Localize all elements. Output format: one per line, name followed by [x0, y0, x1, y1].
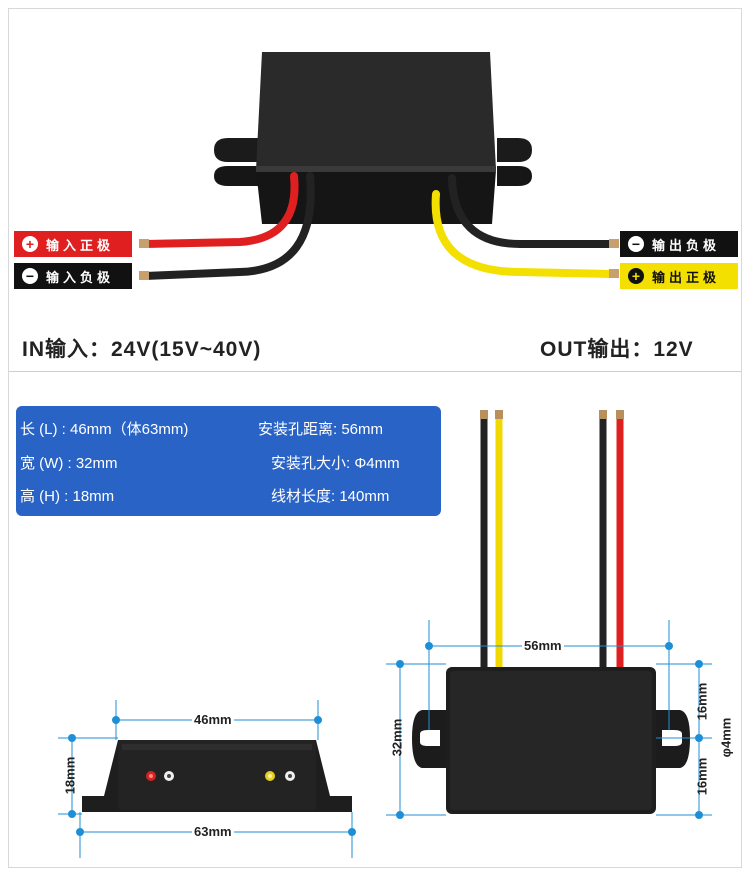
- section-divider: [9, 371, 741, 372]
- spec-width: 宽 (W) : 32mm: [20, 455, 118, 472]
- dim-height: 18mm: [62, 756, 78, 795]
- dim-body-width: 32mm: [389, 718, 405, 757]
- spec-length: 长 (L) : 46mm（体63mm): [20, 421, 189, 438]
- plus-icon: +: [628, 268, 644, 284]
- spec-hole-size: 安装孔大小: Φ4mm: [271, 455, 400, 472]
- label-output-positive: + 输出正极: [620, 263, 738, 289]
- label-input-negative: − 输入负极: [14, 263, 132, 289]
- dim-bottom-length: 63mm: [192, 824, 234, 839]
- spec-wire-length: 线材长度: 140mm: [271, 488, 390, 505]
- plus-icon: +: [22, 236, 38, 252]
- spec-hole-spacing: 安装孔距离: 56mm: [258, 421, 384, 438]
- label-input-positive: + 输入正极: [14, 231, 132, 257]
- output-voltage: OUT输出：12V: [540, 338, 694, 361]
- dim-top-length: 46mm: [192, 712, 234, 727]
- label-text: 输入负极: [46, 269, 115, 285]
- label-text: 输出负极: [652, 237, 721, 253]
- spec-height: 高 (H) : 18mm: [20, 488, 115, 505]
- spec-panel: 长 (L) : 46mm（体63mm) 宽 (W) : 32mm 高 (H) :…: [16, 406, 441, 516]
- dim-hole-distance: 56mm: [522, 638, 564, 653]
- minus-icon: −: [628, 236, 644, 252]
- dim-hole-offset-bottom: 16mm: [694, 757, 710, 796]
- dim-hole-diameter: φ4mm: [718, 717, 734, 758]
- input-voltage: IN输入：24V(15V~40V): [22, 338, 262, 361]
- label-text: 输出正极: [652, 269, 721, 285]
- minus-icon: −: [22, 268, 38, 284]
- dim-hole-offset-top: 16mm: [694, 682, 710, 721]
- outer-frame: [8, 8, 742, 868]
- label-text: 输入正极: [46, 237, 115, 253]
- label-output-negative: − 输出负极: [620, 231, 738, 257]
